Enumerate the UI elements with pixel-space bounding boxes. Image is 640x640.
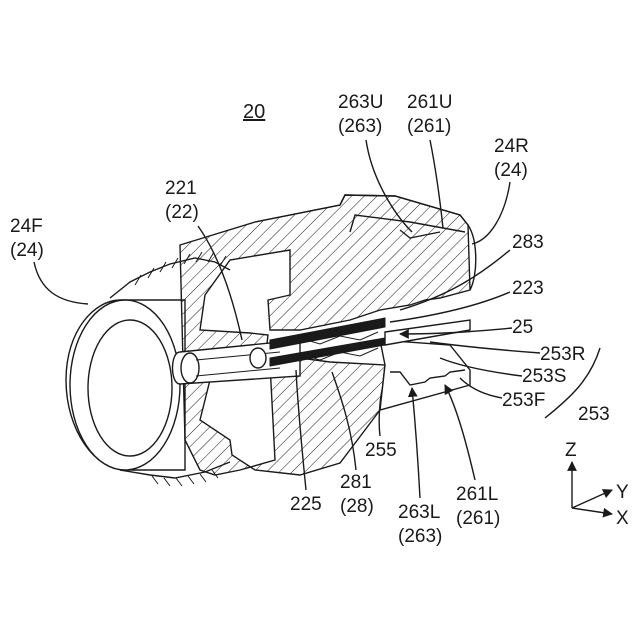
label-281-a: 281 [340,472,372,493]
label-261U-a: 261U [407,92,452,113]
axis-y-label: Y [616,482,629,503]
axis-z-label: Z [565,440,577,461]
label-263U-b: (263) [338,116,382,137]
label-281-b: (28) [340,496,374,517]
axis-triad: Z Y X [565,440,629,529]
figure-number: 20 [243,101,265,123]
label-24R-b: (24) [494,160,528,181]
label-223: 223 [512,278,544,299]
label-255: 255 [365,440,397,461]
label-253: 253 [578,404,610,425]
label-253R: 253R [540,344,585,365]
label-261L-b: (261) [456,508,500,529]
label-221-a: 221 [165,178,197,199]
label-253S: 253S [522,366,566,387]
label-221-b: (22) [165,202,199,223]
label-283: 283 [512,232,544,253]
label-263L-a: 263L [398,502,440,523]
label-25: 25 [512,317,533,338]
label-24R-a: 24R [494,136,529,157]
label-261L-a: 261L [456,484,498,505]
label-24F-a: 24F [10,216,43,237]
label-253F: 253F [502,390,545,411]
label-263L-b: (263) [398,526,442,547]
label-225: 225 [290,494,322,515]
axis-x-label: X [616,508,629,529]
label-261U-b: (261) [407,116,451,137]
label-263U-a: 263U [338,92,383,113]
label-24F-b: (24) [10,240,44,261]
